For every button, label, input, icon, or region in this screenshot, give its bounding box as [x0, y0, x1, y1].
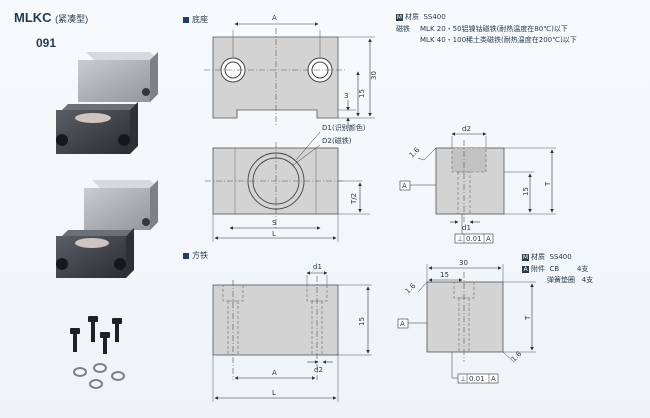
accessory-a-icon: A [522, 265, 529, 273]
section-square-iron: 方铁 [183, 250, 208, 261]
dim-side-15: 15 [522, 187, 530, 196]
tol-ref-top: A [486, 235, 491, 243]
dim-D1-note: (识别颜色) [332, 123, 366, 132]
tol-value-top: 0.01 [466, 235, 482, 243]
section-base: 底座 [183, 14, 208, 25]
base-top-view [204, 22, 375, 128]
product-photo-lower [56, 180, 158, 278]
model-code: 091 [36, 36, 57, 50]
datum-A-top: A [402, 182, 407, 190]
dim-T2: T/2 [350, 193, 358, 205]
dim-S: S [272, 219, 277, 227]
dim-base-15: 15 [358, 89, 366, 98]
dim-D2: D2 [322, 137, 332, 145]
base-front-view [205, 131, 370, 242]
dim-D1: D1 [322, 124, 332, 132]
model-name: MLKC [14, 10, 52, 25]
dim-side-T: T [544, 181, 552, 187]
section-square-icon [183, 252, 189, 259]
section-square-icon [183, 16, 189, 23]
tol-sym-bottom: ⊥ [460, 375, 466, 383]
base-side-view [399, 132, 556, 244]
material-m-icon: M [396, 13, 403, 21]
datum-A-bottom: A [400, 320, 405, 328]
dim-D2-note: (磁铁) [332, 136, 352, 145]
dim-sq-d1: d1 [313, 263, 322, 271]
dim-sq-side-T: T [524, 315, 532, 321]
magnet-line-2: MLK 40・100稀土类磁铁(耐热温度在200℃)以下 [420, 36, 577, 44]
model-title: MLKC (紧凑型) [14, 10, 88, 25]
model-type: (紧凑型) [55, 14, 89, 24]
dim-base-3: 3 [344, 92, 348, 100]
roughness-bottom-2: 1.6 [510, 349, 524, 363]
roughness-bottom-1: 1.6 [404, 281, 418, 295]
dim-side-d2: d2 [462, 125, 471, 133]
tol-sym-top: ⊥ [457, 235, 463, 243]
tol-value-bottom: 0.01 [469, 375, 485, 383]
roughness-top: 1.6 [408, 145, 422, 159]
dim-sq-A: A [272, 369, 277, 377]
magnet-line-1: MLK 20・50铝镍钴磁铁(耐热温度在80℃)以下 [420, 25, 568, 33]
dim-base-30: 30 [370, 71, 378, 80]
square-iron-side-view [397, 264, 536, 384]
dim-base-A: A [272, 14, 277, 22]
tol-ref-bottom: A [491, 375, 496, 383]
dim-sq-d2: d2 [314, 366, 323, 374]
washer-line: 弹簧垫圈 4支 [547, 276, 594, 284]
dim-side-d1: d1 [462, 224, 471, 232]
bolt-set-photo [70, 316, 125, 389]
product-photo-upper [56, 52, 158, 154]
material-m-icon: M [522, 253, 529, 261]
dim-sq-15: 15 [358, 317, 366, 326]
dim-L: L [272, 230, 276, 238]
dim-sq-side-30: 30 [459, 259, 468, 267]
dim-sq-side-15: 15 [440, 271, 449, 279]
dim-sq-L: L [272, 389, 276, 397]
magnet-label: 磁铁 [396, 25, 410, 33]
square-iron-front-view [212, 271, 372, 402]
